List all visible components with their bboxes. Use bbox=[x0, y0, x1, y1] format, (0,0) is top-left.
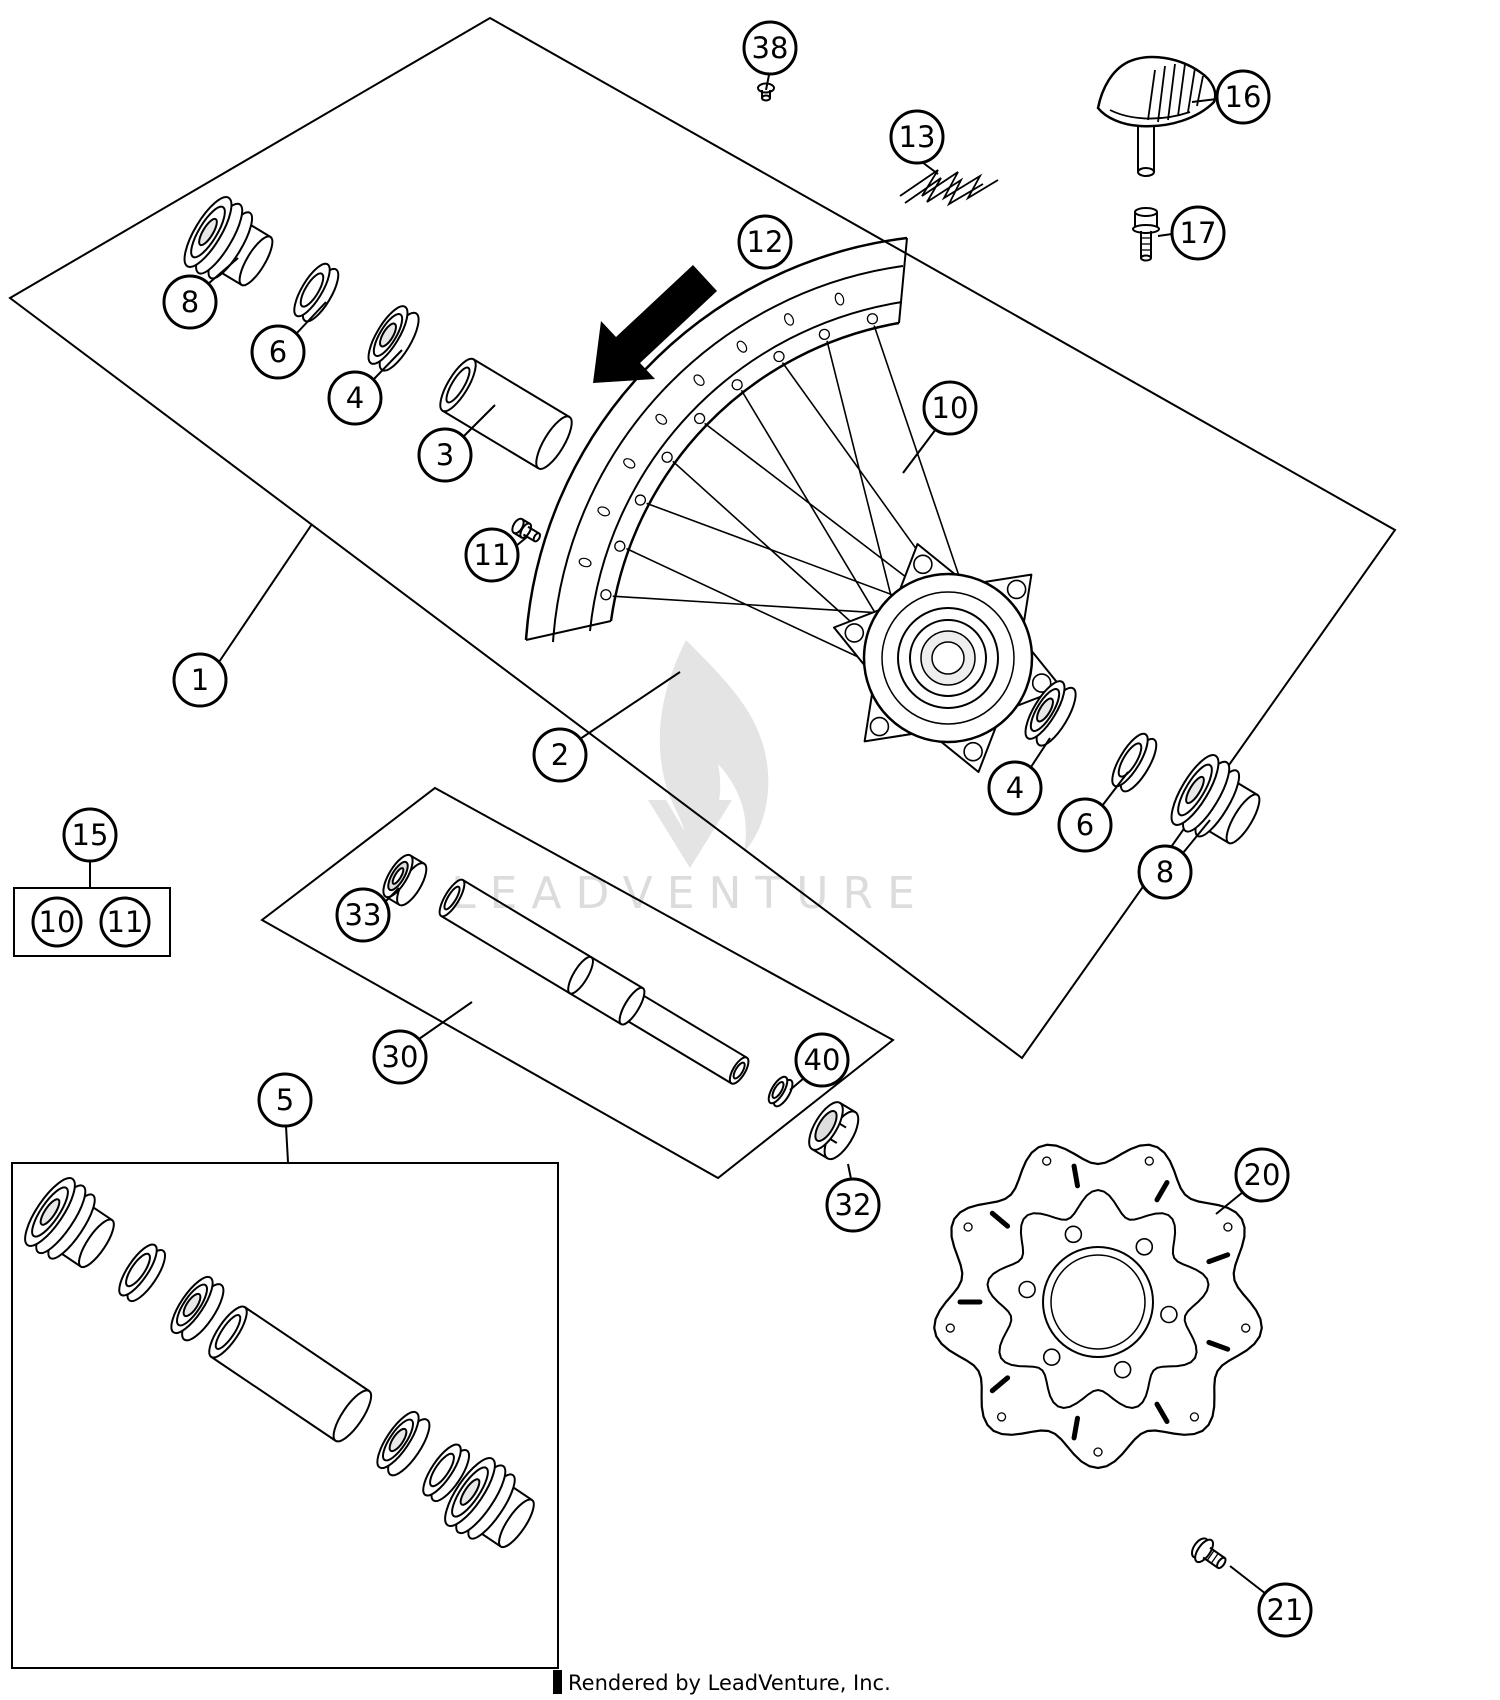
leader-lines bbox=[89, 69, 1267, 1595]
knob-hatching bbox=[1147, 63, 1204, 123]
svg-text:30: 30 bbox=[382, 1040, 419, 1074]
part-axle-nut-33 bbox=[382, 853, 428, 907]
svg-text:17: 17 bbox=[1180, 216, 1217, 250]
callout-10[interactable]: 10 bbox=[922, 380, 978, 436]
wheel-hub bbox=[862, 572, 1034, 744]
svg-text:11: 11 bbox=[107, 905, 144, 939]
callout-10-legend[interactable]: 10 bbox=[31, 896, 83, 948]
callout-8-right[interactable]: 8 bbox=[1137, 844, 1193, 900]
part-bearing-left bbox=[360, 300, 427, 377]
svg-text:11: 11 bbox=[474, 538, 511, 572]
callout-13[interactable]: 13 bbox=[889, 109, 945, 165]
svg-text:5: 5 bbox=[276, 1083, 294, 1117]
callout-6-right[interactable]: 6 bbox=[1057, 797, 1113, 853]
flame-logo bbox=[659, 640, 769, 854]
svg-text:16: 16 bbox=[1225, 80, 1262, 114]
kit-seal-ring-left bbox=[111, 1238, 173, 1308]
callout-11-legend[interactable]: 11 bbox=[99, 896, 151, 948]
part-seal-ring-left bbox=[286, 258, 346, 328]
callout-32[interactable]: 32 bbox=[825, 1177, 881, 1233]
svg-text:20: 20 bbox=[1244, 1158, 1281, 1192]
legend-box-15 bbox=[13, 887, 171, 957]
artifact-mark bbox=[553, 1670, 562, 1694]
callout-5[interactable]: 5 bbox=[257, 1072, 313, 1128]
part-axle-nut-32 bbox=[808, 1101, 860, 1161]
part-screw-11 bbox=[511, 517, 542, 543]
callout-2[interactable]: 2 bbox=[532, 727, 588, 783]
svg-text:3: 3 bbox=[436, 438, 454, 472]
watermark-text: LEADVENTURE bbox=[451, 868, 929, 919]
callout-11[interactable]: 11 bbox=[464, 527, 520, 583]
svg-text:40: 40 bbox=[804, 1043, 841, 1077]
part-disc-bolt-21 bbox=[1191, 1537, 1227, 1570]
part-brake-disc bbox=[933, 1143, 1263, 1470]
callout-33[interactable]: 33 bbox=[335, 887, 391, 943]
part-spring-clip-13 bbox=[899, 169, 999, 207]
leadventure-watermark: LEADVENTURE bbox=[451, 640, 929, 919]
svg-text:2: 2 bbox=[551, 738, 569, 772]
callout-16[interactable]: 16 bbox=[1215, 69, 1271, 125]
svg-text:32: 32 bbox=[835, 1188, 872, 1222]
direction-arrow bbox=[593, 265, 717, 383]
svg-text:15: 15 bbox=[72, 818, 109, 852]
callout-15[interactable]: 15 bbox=[62, 807, 118, 863]
part-front-axle bbox=[438, 878, 750, 1085]
kit-axle-collar-left bbox=[15, 1170, 128, 1283]
part-bolt-17 bbox=[1132, 207, 1160, 262]
callout-1[interactable]: 1 bbox=[172, 652, 228, 708]
flame-logo-v bbox=[648, 800, 732, 868]
footer-credit: Rendered by LeadVenture, Inc. bbox=[568, 1671, 891, 1695]
callout-21[interactable]: 21 bbox=[1257, 1582, 1313, 1638]
callout-4-left[interactable]: 4 bbox=[327, 370, 383, 426]
callout-6-left[interactable]: 6 bbox=[250, 324, 306, 380]
svg-text:21: 21 bbox=[1267, 1593, 1304, 1627]
callout-12[interactable]: 12 bbox=[737, 214, 793, 270]
part-spacer-tube bbox=[439, 357, 573, 470]
svg-text:13: 13 bbox=[899, 120, 936, 154]
svg-text:6: 6 bbox=[269, 335, 287, 369]
kit-spacer-tube bbox=[208, 1305, 373, 1443]
callout-38[interactable]: 38 bbox=[742, 20, 798, 76]
callout-3[interactable]: 3 bbox=[417, 427, 473, 483]
callout-8-left[interactable]: 8 bbox=[162, 274, 218, 330]
callout-30[interactable]: 30 bbox=[372, 1029, 428, 1085]
part-axle-collar-right bbox=[1162, 748, 1273, 859]
wheel-spokes bbox=[578, 292, 964, 667]
svg-text:33: 33 bbox=[345, 898, 382, 932]
part-seal-ring-right bbox=[1104, 728, 1164, 798]
wheel-rim bbox=[524, 236, 908, 643]
callout-17[interactable]: 17 bbox=[1170, 205, 1226, 261]
svg-text:1: 1 bbox=[191, 663, 209, 697]
callout-40[interactable]: 40 bbox=[794, 1032, 850, 1088]
svg-text:8: 8 bbox=[181, 285, 199, 319]
callout-4-right[interactable]: 4 bbox=[987, 760, 1043, 816]
svg-text:10: 10 bbox=[39, 905, 76, 939]
svg-text:12: 12 bbox=[747, 225, 784, 259]
svg-text:6: 6 bbox=[1076, 808, 1094, 842]
svg-text:10: 10 bbox=[932, 391, 969, 425]
callout-20[interactable]: 20 bbox=[1234, 1147, 1290, 1203]
kit-bearing-right bbox=[369, 1405, 438, 1482]
repair-kit-box-5 bbox=[11, 1162, 559, 1669]
svg-text:8: 8 bbox=[1156, 855, 1174, 889]
part-axle-puller-knob bbox=[1096, 55, 1217, 177]
part-washer-40 bbox=[767, 1075, 794, 1108]
axle-group-outline bbox=[260, 786, 895, 1180]
svg-text:38: 38 bbox=[752, 31, 789, 65]
main-assembly-outline bbox=[8, 16, 1397, 1060]
svg-text:4: 4 bbox=[346, 381, 364, 415]
svg-text:4: 4 bbox=[1006, 771, 1024, 805]
